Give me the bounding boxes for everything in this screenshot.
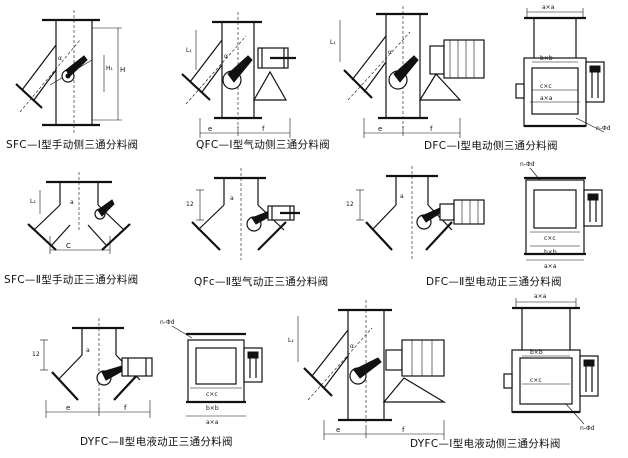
front-view-bottom-right: a×a b×b c×c n-Φd: [503, 293, 599, 432]
label-l1-8: L₁: [288, 337, 294, 344]
label-a-6: a: [400, 193, 404, 200]
label-12-7: 12: [32, 351, 40, 358]
label-e-8: e: [336, 426, 340, 434]
valve-dyfc-2: 12 e f a: [32, 318, 153, 418]
caption-dfc-1: DFC—I型电动侧三通分料阀: [424, 140, 558, 152]
caption-dfc-2: DFC—Ⅱ型电动正三通分料阀: [426, 276, 562, 288]
label-nphid-4: n-Φd: [580, 425, 595, 432]
label-c-4: C: [66, 242, 71, 250]
label-alpha-1: α: [58, 55, 62, 62]
valve-sfc-1: H H₁ α: [15, 10, 125, 135]
label-bxb-2: b×b: [544, 249, 557, 256]
label-a-4: a: [70, 199, 74, 206]
label-f-8: f: [402, 426, 405, 434]
label-e-3: e: [378, 125, 382, 133]
label-axa-2: a×a: [544, 263, 557, 270]
caption-dyfc-2: DYFC—Ⅱ型电液动正三通分料阀: [80, 436, 233, 448]
label-bxb-3: b×b: [206, 405, 219, 412]
label-12-6: 12: [346, 201, 354, 208]
label-12-5: 12: [186, 201, 194, 208]
label-f-3: f: [430, 125, 433, 133]
label-bxb-4: b×b: [530, 349, 543, 356]
label-l1-2: L₁: [186, 47, 192, 54]
label-nphid-3: n-Φd: [160, 319, 175, 326]
label-cxc-3: c×c: [206, 391, 218, 398]
label-a-5: a: [230, 195, 234, 202]
valve-dfc-1: e f L₁ α: [330, 6, 485, 138]
label-nphid-1: n-Φd: [596, 125, 611, 132]
caption-qfc-2: QFc—Ⅱ型气动正三通分料阀: [194, 276, 329, 288]
label-e-7: e: [66, 404, 70, 412]
label-axa-1b: a×a: [540, 95, 553, 102]
label-h1: H₁: [106, 65, 114, 72]
valve-sfc-2: C L₂ a: [27, 172, 131, 254]
label-h: H: [120, 66, 125, 74]
label-nphid-2: n-Φd: [520, 161, 535, 168]
label-f-7: f: [124, 404, 127, 412]
label-axa-4: a×a: [534, 293, 547, 300]
label-l2-4: L₂: [30, 198, 36, 205]
front-view-top: a×a b×b c×c a×a n-Φd: [515, 4, 611, 133]
label-bxb-1: b×b: [540, 55, 553, 62]
label-axa-1: a×a: [542, 4, 555, 11]
valve-qfc-1: e f L₁ α: [181, 12, 296, 138]
label-f-2: f: [262, 125, 265, 133]
label-alpha-2: α: [224, 53, 228, 60]
label-a-7: a: [86, 347, 90, 354]
label-l1-3: L₁: [330, 39, 336, 46]
caption-sfc-1: SFC—I型手动侧三通分料阀: [6, 139, 139, 151]
caption-qfc-1: QFC—I型气动侧三通分料阀: [196, 139, 330, 151]
caption-dyfc-1: DYFC—I型电液动侧三通分料阀: [410, 438, 561, 450]
label-axa-3: a×a: [206, 419, 219, 426]
valve-qfc-2: 12 a: [186, 168, 300, 260]
label-alpha-8: α: [350, 343, 354, 350]
front-view-bottom-left: n-Φd c×c b×b a×a: [160, 319, 263, 426]
front-view-middle: n-Φd c×c b×b a×a: [520, 161, 603, 270]
valve-dyfc-1: e f L₁ α: [288, 300, 447, 440]
label-cxc-1: c×c: [540, 83, 552, 90]
caption-sfc-2: SFC—Ⅱ型手动正三通分料阀: [4, 274, 139, 286]
label-cxc-2: c×c: [544, 235, 556, 242]
label-cxc-4: c×c: [530, 377, 542, 384]
label-alpha-3: α: [388, 49, 392, 56]
label-e-2: e: [208, 125, 212, 133]
valve-dfc-2: 12 a: [346, 166, 485, 260]
